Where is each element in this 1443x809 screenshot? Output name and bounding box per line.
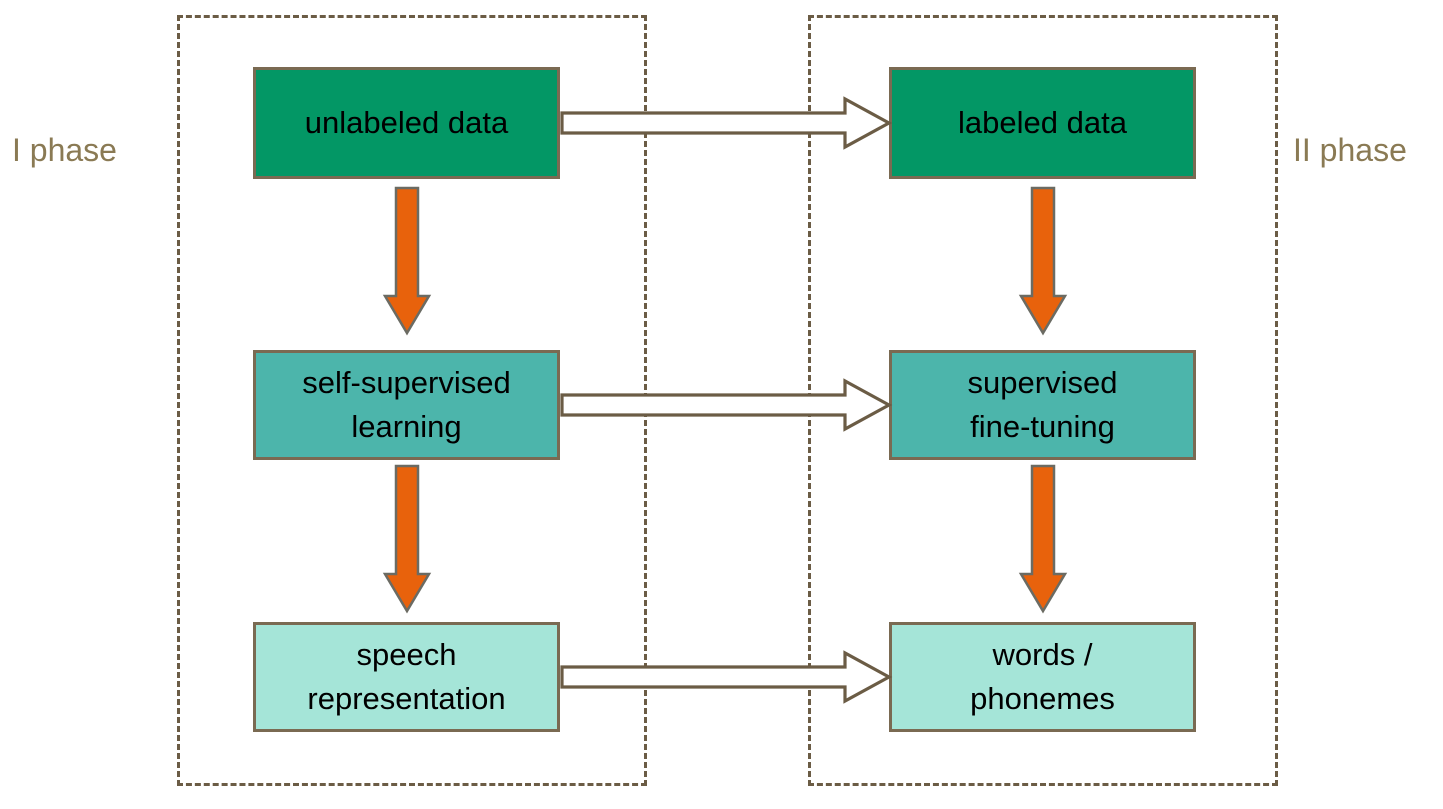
node-self-supervised-learning[interactable]: self-supervised learning <box>253 350 560 460</box>
block-arrow-down-icon <box>1018 186 1068 336</box>
block-arrow-right-icon <box>560 378 893 432</box>
arrow-labeled-to-fine-tuning <box>1015 186 1071 336</box>
block-arrow-down-icon <box>1018 464 1068 614</box>
node-unlabeled-data[interactable]: unlabeled data <box>253 67 560 179</box>
phase-label-ii: II phase <box>1293 132 1407 168</box>
phase-label-i: I phase <box>12 132 117 168</box>
node-words-phonemes[interactable]: words / phonemes <box>889 622 1196 732</box>
arrow-unlabeled-to-labeled <box>560 95 893 151</box>
block-arrow-down-icon <box>382 186 432 336</box>
arrow-fine-tuning-to-words <box>1015 464 1071 614</box>
arrow-unlabeled-to-ssl <box>379 186 435 336</box>
block-arrow-right-icon <box>560 96 893 150</box>
node-speech-representation[interactable]: speech representation <box>253 622 560 732</box>
block-arrow-down-icon <box>382 464 432 614</box>
node-supervised-fine-tuning[interactable]: supervised fine-tuning <box>889 350 1196 460</box>
block-arrow-right-icon <box>560 650 893 704</box>
node-labeled-data[interactable]: labeled data <box>889 67 1196 179</box>
arrow-ssl-to-speech <box>379 464 435 614</box>
arrow-ssl-to-fine-tuning <box>560 377 893 433</box>
arrow-speech-to-words <box>560 649 893 705</box>
